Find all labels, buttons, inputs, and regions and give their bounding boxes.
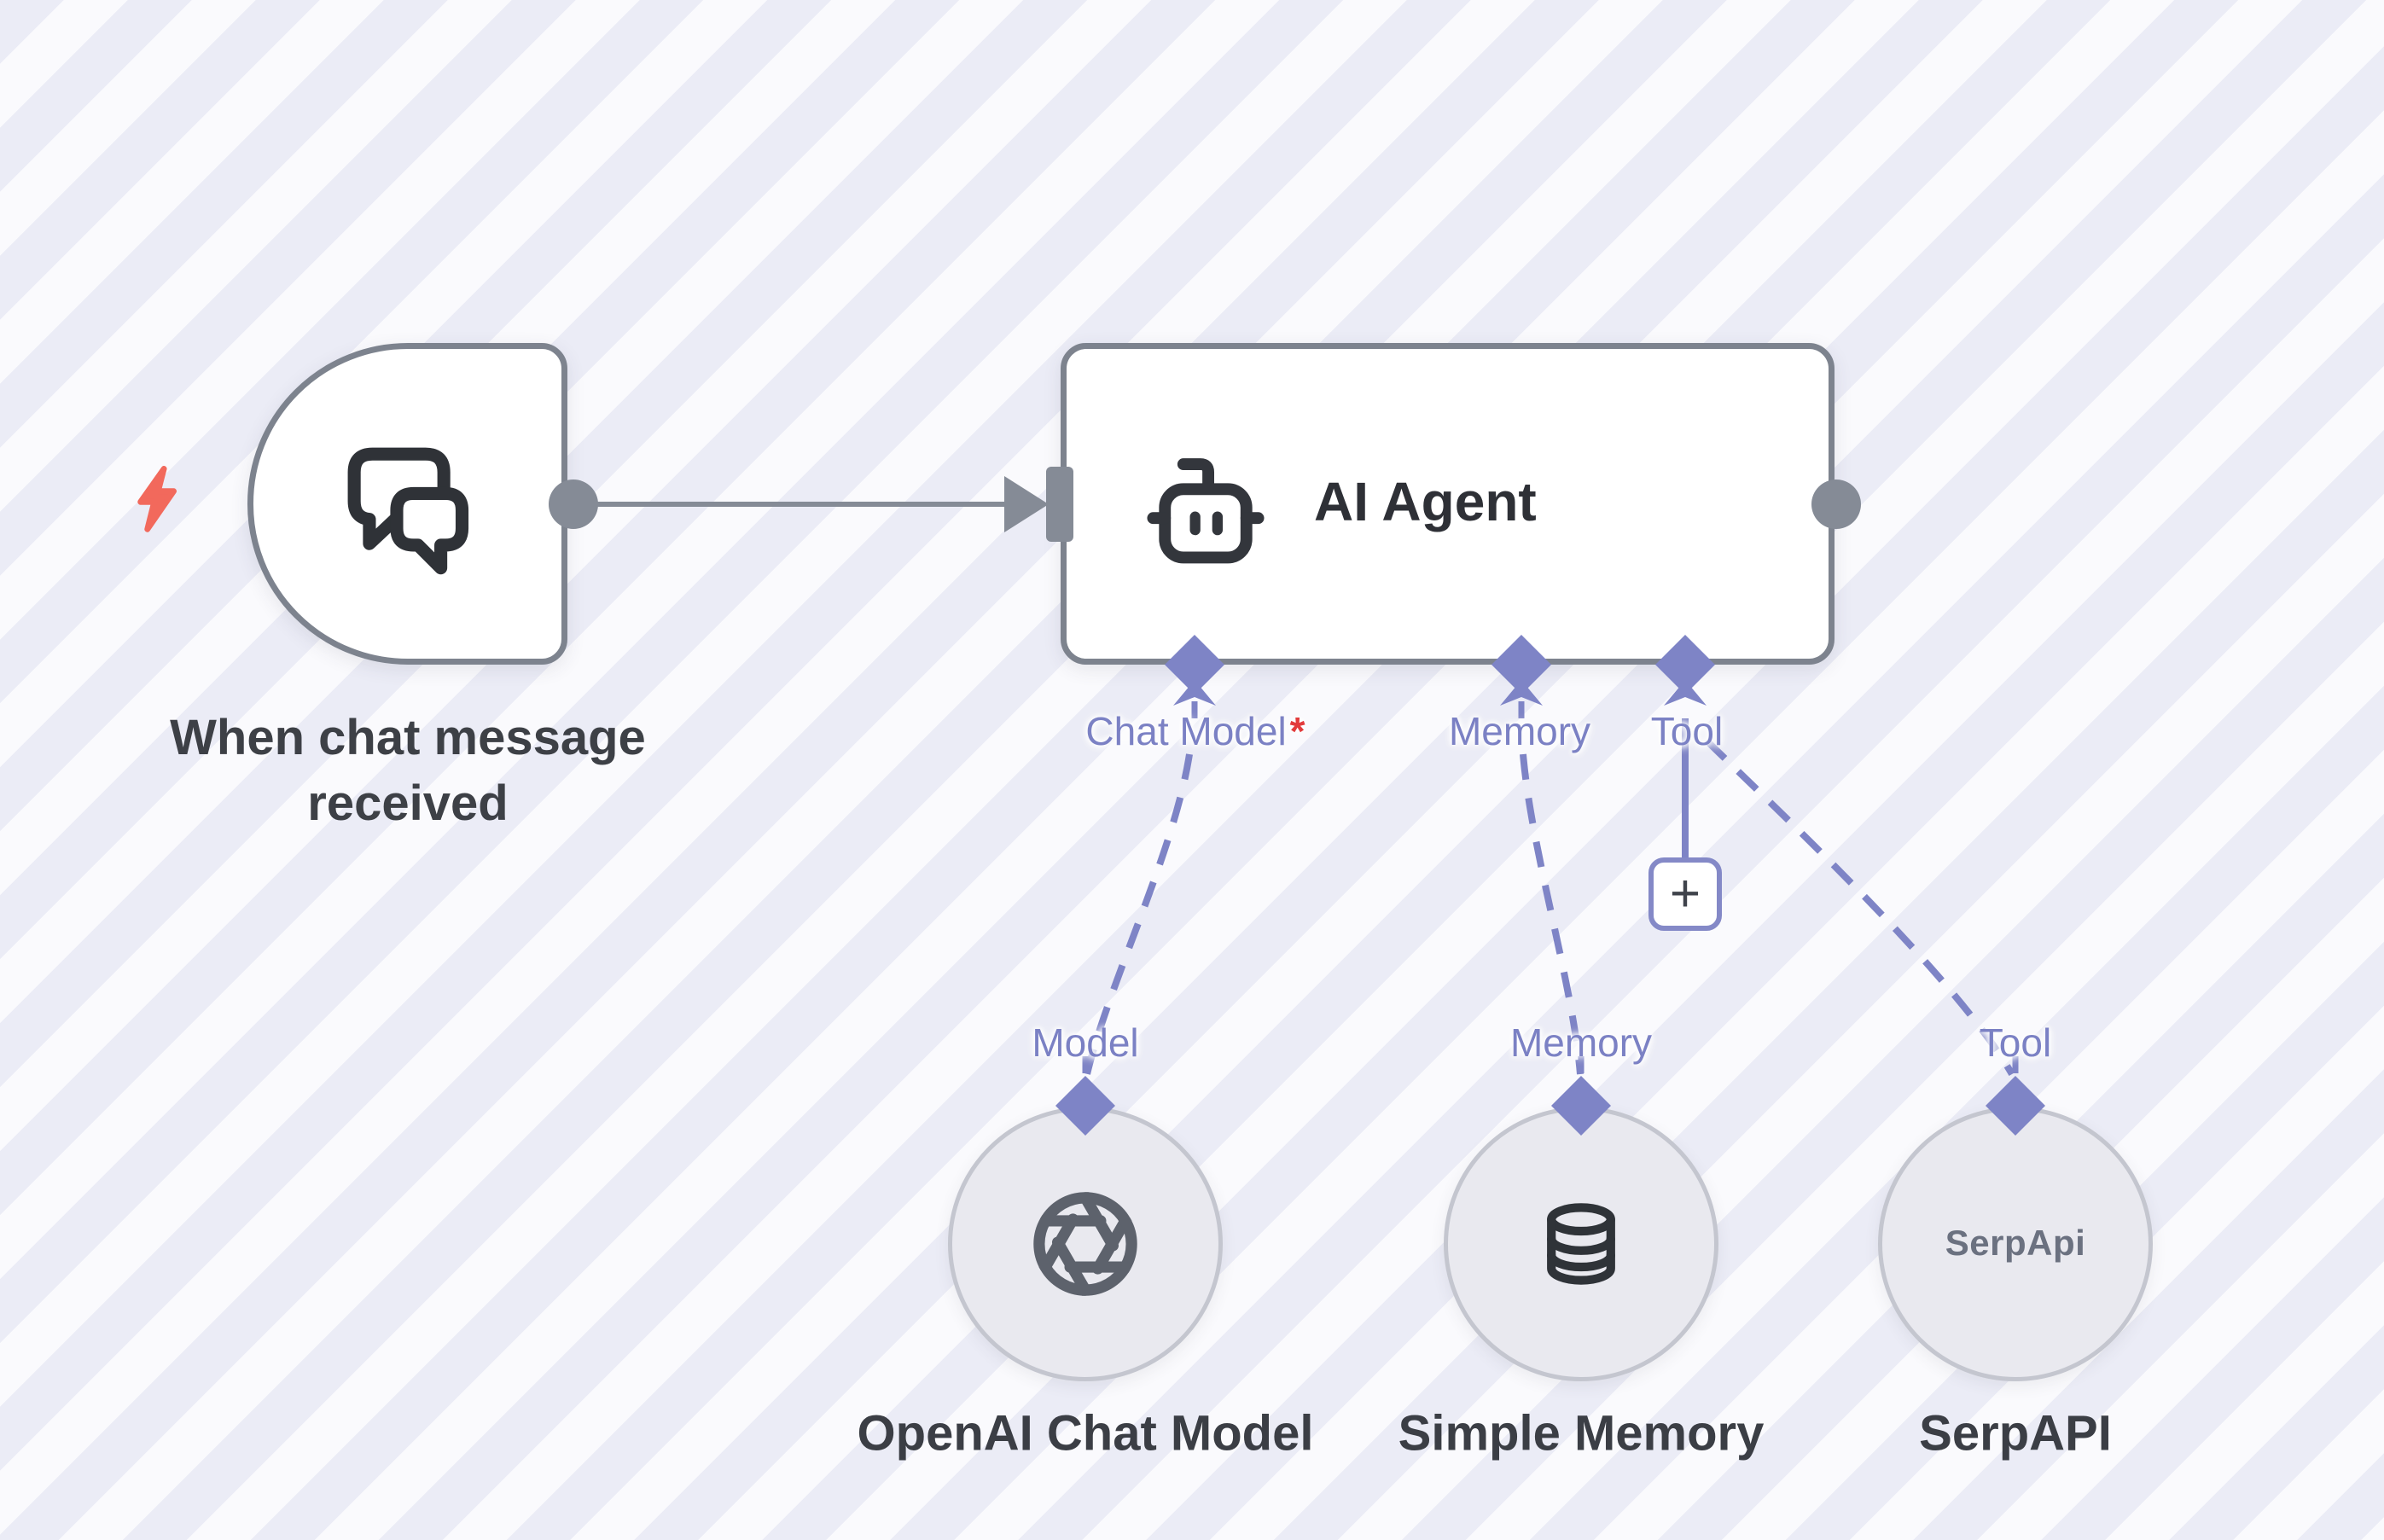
required-asterisk: * (1289, 709, 1305, 753)
openai-input-diamond[interactable] (1055, 1076, 1115, 1136)
database-icon (1547, 1203, 1615, 1285)
subnode-port-label-memory: Memory (1509, 1020, 1653, 1065)
agent-port-tool-diamond[interactable] (1655, 635, 1715, 694)
agent-port-chat-model-diamond[interactable] (1165, 635, 1224, 694)
subnode-port-label-model: Model (1032, 1020, 1139, 1065)
robot-icon (1147, 458, 1265, 564)
connection-memory[interactable] (1520, 753, 1584, 1075)
serpapi-input-diamond[interactable] (1986, 1076, 2045, 1136)
serpapi-wordmark: SerpApi (1945, 1223, 2086, 1264)
openai-icon (1033, 1192, 1137, 1296)
node-ai-agent[interactable] (1061, 343, 1835, 665)
subnode-serpapi[interactable]: SerpApi (1878, 1107, 2153, 1381)
lightning-icon (137, 466, 177, 532)
subnode-port-label-tool: Tool (1979, 1020, 2052, 1065)
subnode-title-serpapi: SerpAPI (1919, 1405, 2112, 1462)
subnode-simple-memory[interactable] (1444, 1107, 1718, 1381)
plus-icon: + (1669, 864, 1701, 923)
subnode-title-openai-chat-model: OpenAI Chat Model (857, 1405, 1314, 1462)
agent-input-arrow-icon (1004, 476, 1049, 532)
node-when-chat-message-received[interactable] (247, 343, 567, 665)
agent-port-memory-diamond[interactable] (1491, 635, 1551, 694)
subnode-title-simple-memory: Simple Memory (1398, 1405, 1765, 1462)
agent-output-endpoint[interactable] (1811, 479, 1861, 529)
add-tool-button[interactable]: + (1648, 857, 1722, 931)
trigger-output-endpoint[interactable] (549, 479, 598, 529)
agent-input-endpoint[interactable] (1046, 467, 1073, 542)
agent-port-label-memory: Memory (1448, 709, 1591, 753)
agent-node-title: AI Agent (1314, 471, 1537, 533)
subnode-openai-chat-model[interactable] (948, 1107, 1223, 1381)
agent-port-label-chat-model: Chat Model* (1085, 709, 1305, 753)
connection-tool-serpapi[interactable] (1704, 738, 2015, 1077)
agent-port-label-tool: Tool (1650, 709, 1724, 753)
trigger-node-title: When chat message received (170, 710, 646, 832)
chat-bubbles-icon (347, 447, 469, 575)
simple-memory-input-diamond[interactable] (1551, 1076, 1611, 1136)
